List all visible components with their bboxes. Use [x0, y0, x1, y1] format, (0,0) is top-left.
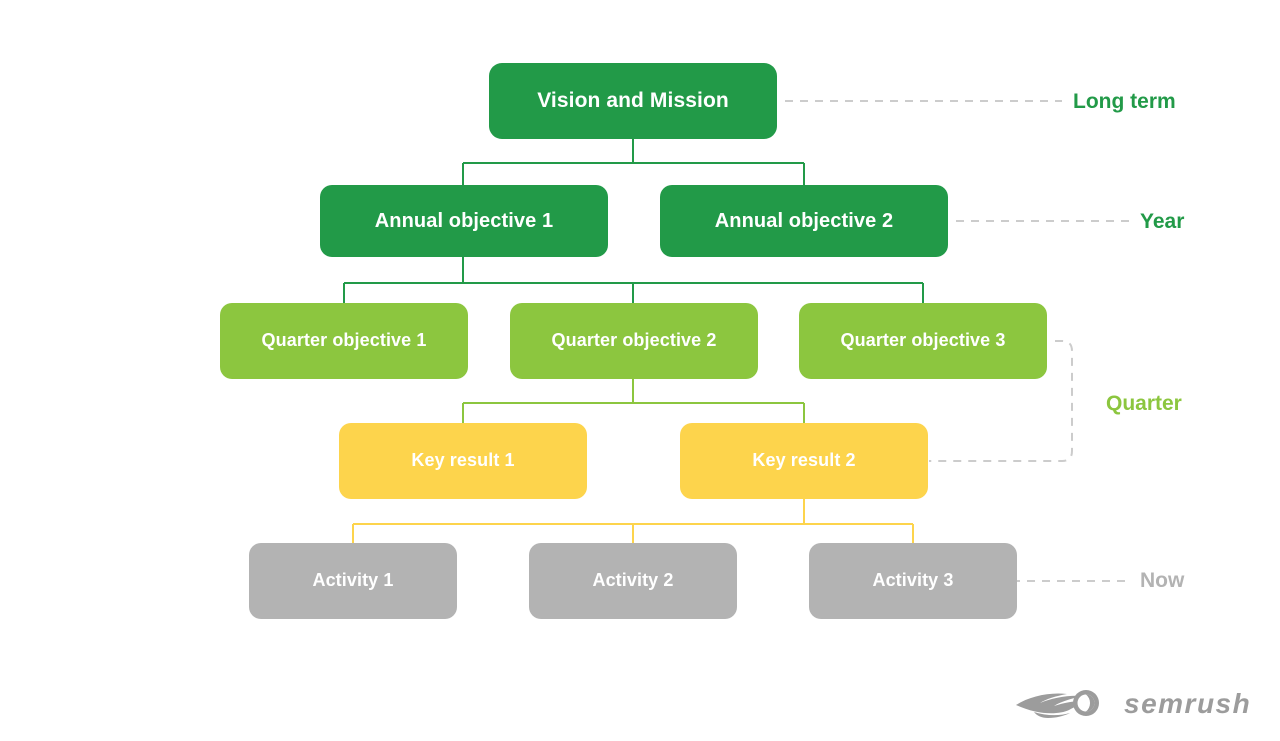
connectors-vision-to-annual [462, 139, 805, 185]
connectors-quarter-to-key-result [462, 379, 805, 423]
node-key-result-1[interactable]: Key result 1 [339, 423, 587, 499]
node-quarter-objective-1[interactable]: Quarter objective 1 [220, 303, 468, 379]
node-label: Annual objective 2 [714, 210, 894, 232]
node-label: Key result 2 [752, 450, 856, 471]
node-annual-objective-1[interactable]: Annual objective 1 [320, 185, 608, 257]
node-quarter-objective-3[interactable]: Quarter objective 3 [799, 303, 1047, 379]
node-label: Activity 3 [872, 570, 954, 591]
node-label: Quarter objective 1 [261, 330, 427, 351]
node-label: Annual objective 1 [374, 210, 554, 232]
timeframe-label-now: Now [1140, 569, 1185, 592]
node-label: Quarter objective 2 [551, 330, 717, 351]
semrush-wordmark: semrush [1124, 688, 1251, 719]
quarter-bracket [929, 340, 1073, 462]
semrush-logo: semrush [1016, 688, 1251, 719]
node-label: Activity 2 [592, 570, 674, 591]
node-vision-and-mission[interactable]: Vision and Mission [489, 63, 777, 139]
node-activity-1[interactable]: Activity 1 [249, 543, 457, 619]
node-quarter-objective-2[interactable]: Quarter objective 2 [510, 303, 758, 379]
node-annual-objective-2[interactable]: Annual objective 2 [660, 185, 948, 257]
node-activity-3[interactable]: Activity 3 [809, 543, 1017, 619]
timeframe-label-quarter: Quarter [1106, 392, 1182, 415]
node-label: Vision and Mission [537, 89, 729, 113]
node-label: Key result 1 [411, 450, 515, 471]
node-key-result-2[interactable]: Key result 2 [680, 423, 928, 499]
connectors-key-result-to-activity [352, 499, 914, 543]
timeframe-label-long-term: Long term [1073, 90, 1176, 113]
connectors-annual-to-quarter [343, 257, 924, 303]
node-label: Quarter objective 3 [840, 330, 1006, 351]
node-label: Activity 1 [312, 570, 394, 591]
node-activity-2[interactable]: Activity 2 [529, 543, 737, 619]
semrush-comet-pupil [1086, 694, 1095, 712]
timeframe-label-year: Year [1140, 210, 1185, 233]
